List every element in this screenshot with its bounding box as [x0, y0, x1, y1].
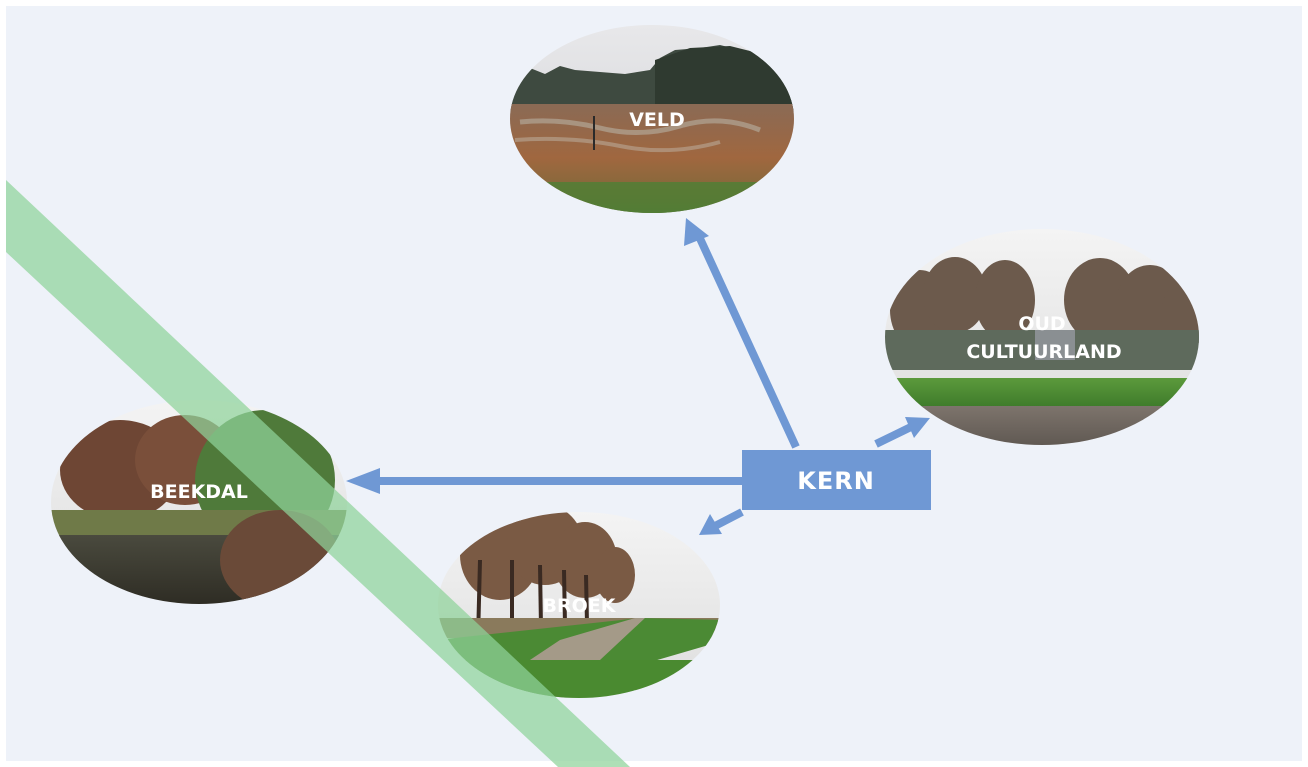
kern-box	[742, 450, 931, 510]
kern-label: KERN	[797, 467, 875, 495]
arrow-kern-to-broek	[713, 508, 744, 530]
arrow-kern-to-veld-head	[684, 218, 709, 246]
arrow-kern-to-broek-head	[699, 514, 722, 535]
oud-cultuurland-label-line1: OUD	[1018, 313, 1065, 335]
green-band	[6, 180, 630, 767]
broek-label: BROEK	[543, 595, 617, 617]
arrows	[346, 218, 930, 535]
arrow-kern-to-oud-cultuurland	[874, 421, 917, 448]
veld-label: VELD	[629, 109, 685, 131]
oud-cultuurland-label-line2: CULTUURLAND	[966, 341, 1121, 363]
arrow-kern-to-veld	[693, 230, 800, 449]
beekdal-label: BEEKDAL	[150, 481, 248, 503]
arrow-kern-to-beekdal-head	[346, 468, 380, 494]
arrow-kern-to-oud-cultuurland-head	[905, 417, 930, 438]
